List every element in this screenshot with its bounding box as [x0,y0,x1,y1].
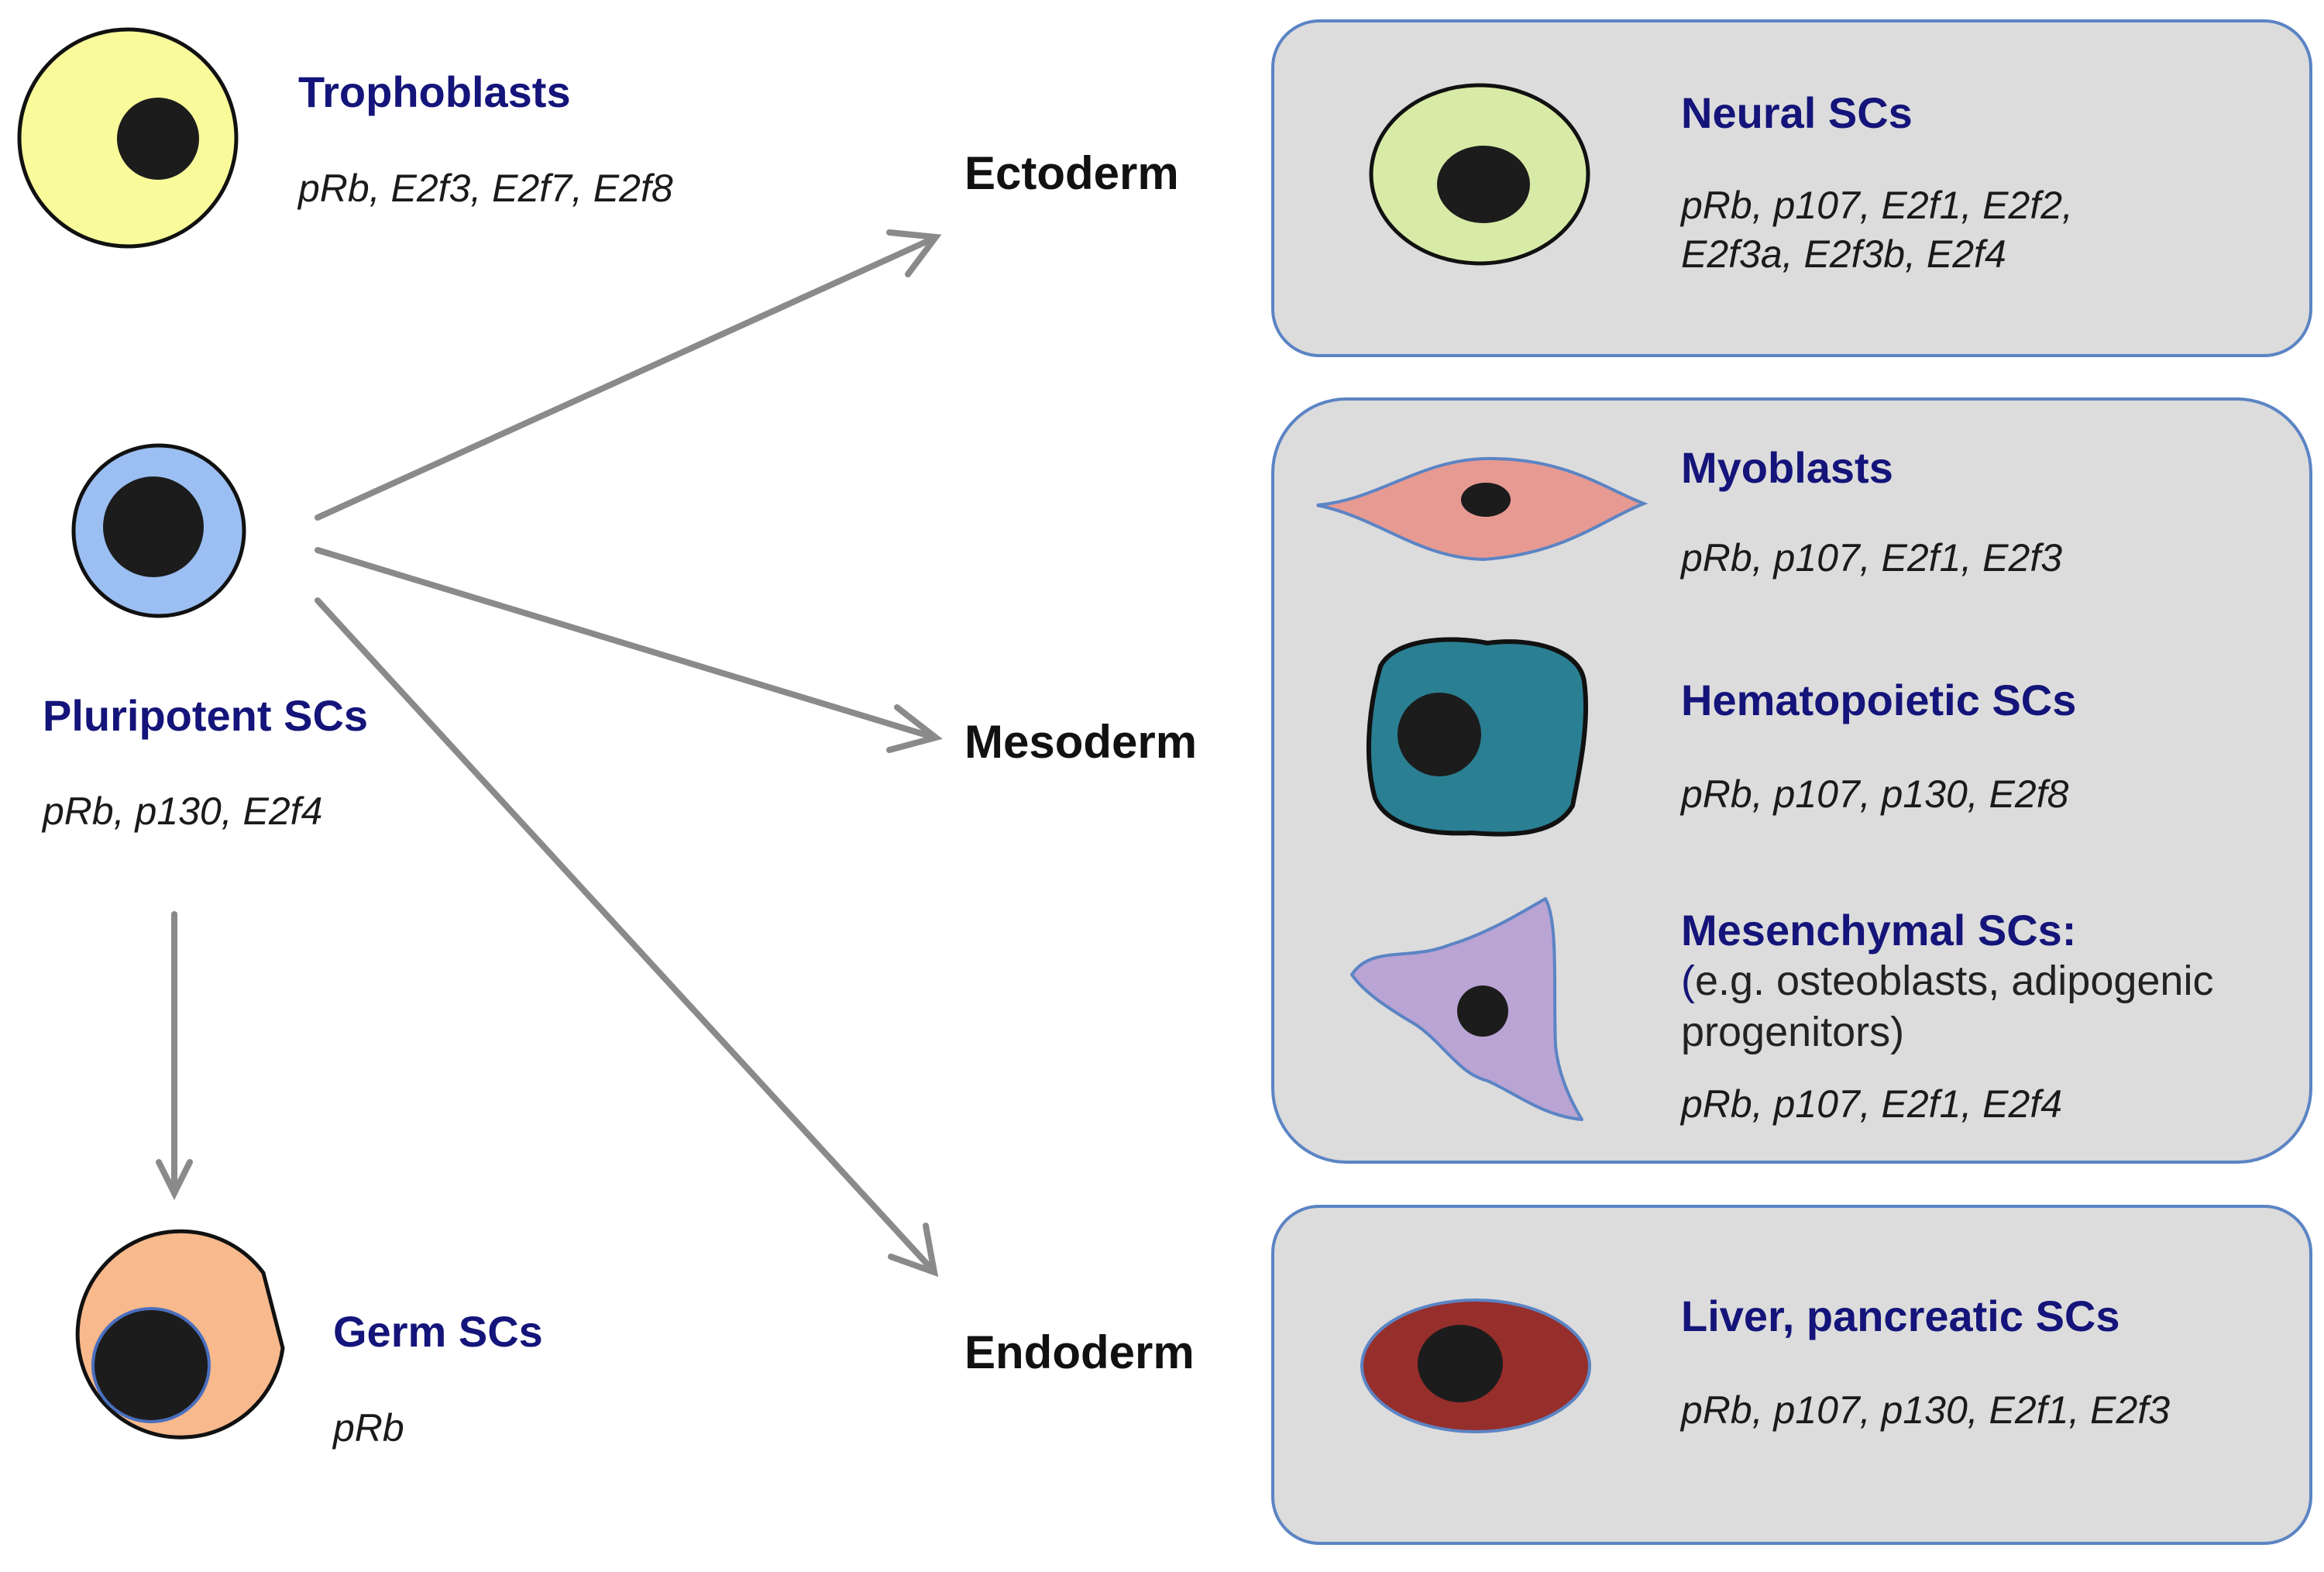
myoblast-cell [1316,456,1648,562]
arrow-to-endoderm [315,597,933,1270]
mesoderm-label: Mesoderm [964,716,1198,768]
myoblasts-genes: pRb, p107, E2f1, E2f3 [1681,536,2063,580]
arrow-to-mesoderm [315,547,933,739]
neural-cell [1369,83,1590,266]
pluripotent-cell [71,443,246,618]
germ-genes: pRb [333,1406,404,1450]
trophoblasts-title: Trophoblasts [298,67,571,116]
mesenchymal-note-paren: ( [1681,958,1695,1004]
liver-genes: pRb, p107, p130, E2f1, E2f3 [1681,1388,2171,1432]
liver-cell [1360,1299,1591,1433]
mesenchymal-cell [1350,897,1583,1121]
myoblasts-title: Myoblasts [1681,443,1893,492]
germ-title: Germ SCs [333,1307,543,1356]
trophoblasts-genes: pRb, E2f3, E2f7, E2f8 [298,167,673,210]
mesenchymal-note-line2: progenitors) [1681,1009,1905,1055]
arrow-to-ectoderm [315,237,933,521]
liver-title: Liver, pancreatic SCs [1681,1292,2120,1340]
arrow-to-ectoderm-head [886,229,942,277]
arrow-to-germ-head [156,1159,193,1200]
mesenchymal-note-text: e.g. osteoblasts, adipogenic [1694,958,2214,1004]
mesenchymal-note-line1: (e.g. osteoblasts, adipogenic [1681,956,2213,1006]
hematopoietic-genes: pRb, p107, p130, E2f8 [1681,772,2069,816]
endoderm-label: Endoderm [964,1326,1195,1378]
neural-title: Neural SCs [1681,88,1913,137]
ectoderm-label: Ectoderm [964,147,1179,199]
mesenchymal-title: Mesenchymal SCs: [1681,906,2077,955]
arrow-to-endoderm-head [888,1223,939,1278]
neural-genes-line2: E2f3a, E2f3b, E2f4 [1681,232,2006,276]
trophoblast-cell [17,27,239,249]
neural-genes-line1: pRb, p107, E2f1, E2f2, [1681,184,2073,227]
hematopoietic-title: Hematopoietic SCs [1681,676,2077,724]
arrow-to-mesoderm-head [886,704,943,753]
pluripotent-genes: pRb, p130, E2f4 [43,789,323,833]
endoderm-panel [1271,1205,2312,1545]
mesenchymal-genes: pRb, p107, E2f1, E2f4 [1681,1082,2063,1126]
pluripotent-title: Pluripotent SCs [43,691,369,740]
germ-cell [75,1229,285,1440]
hematopoietic-cell [1366,637,1589,837]
